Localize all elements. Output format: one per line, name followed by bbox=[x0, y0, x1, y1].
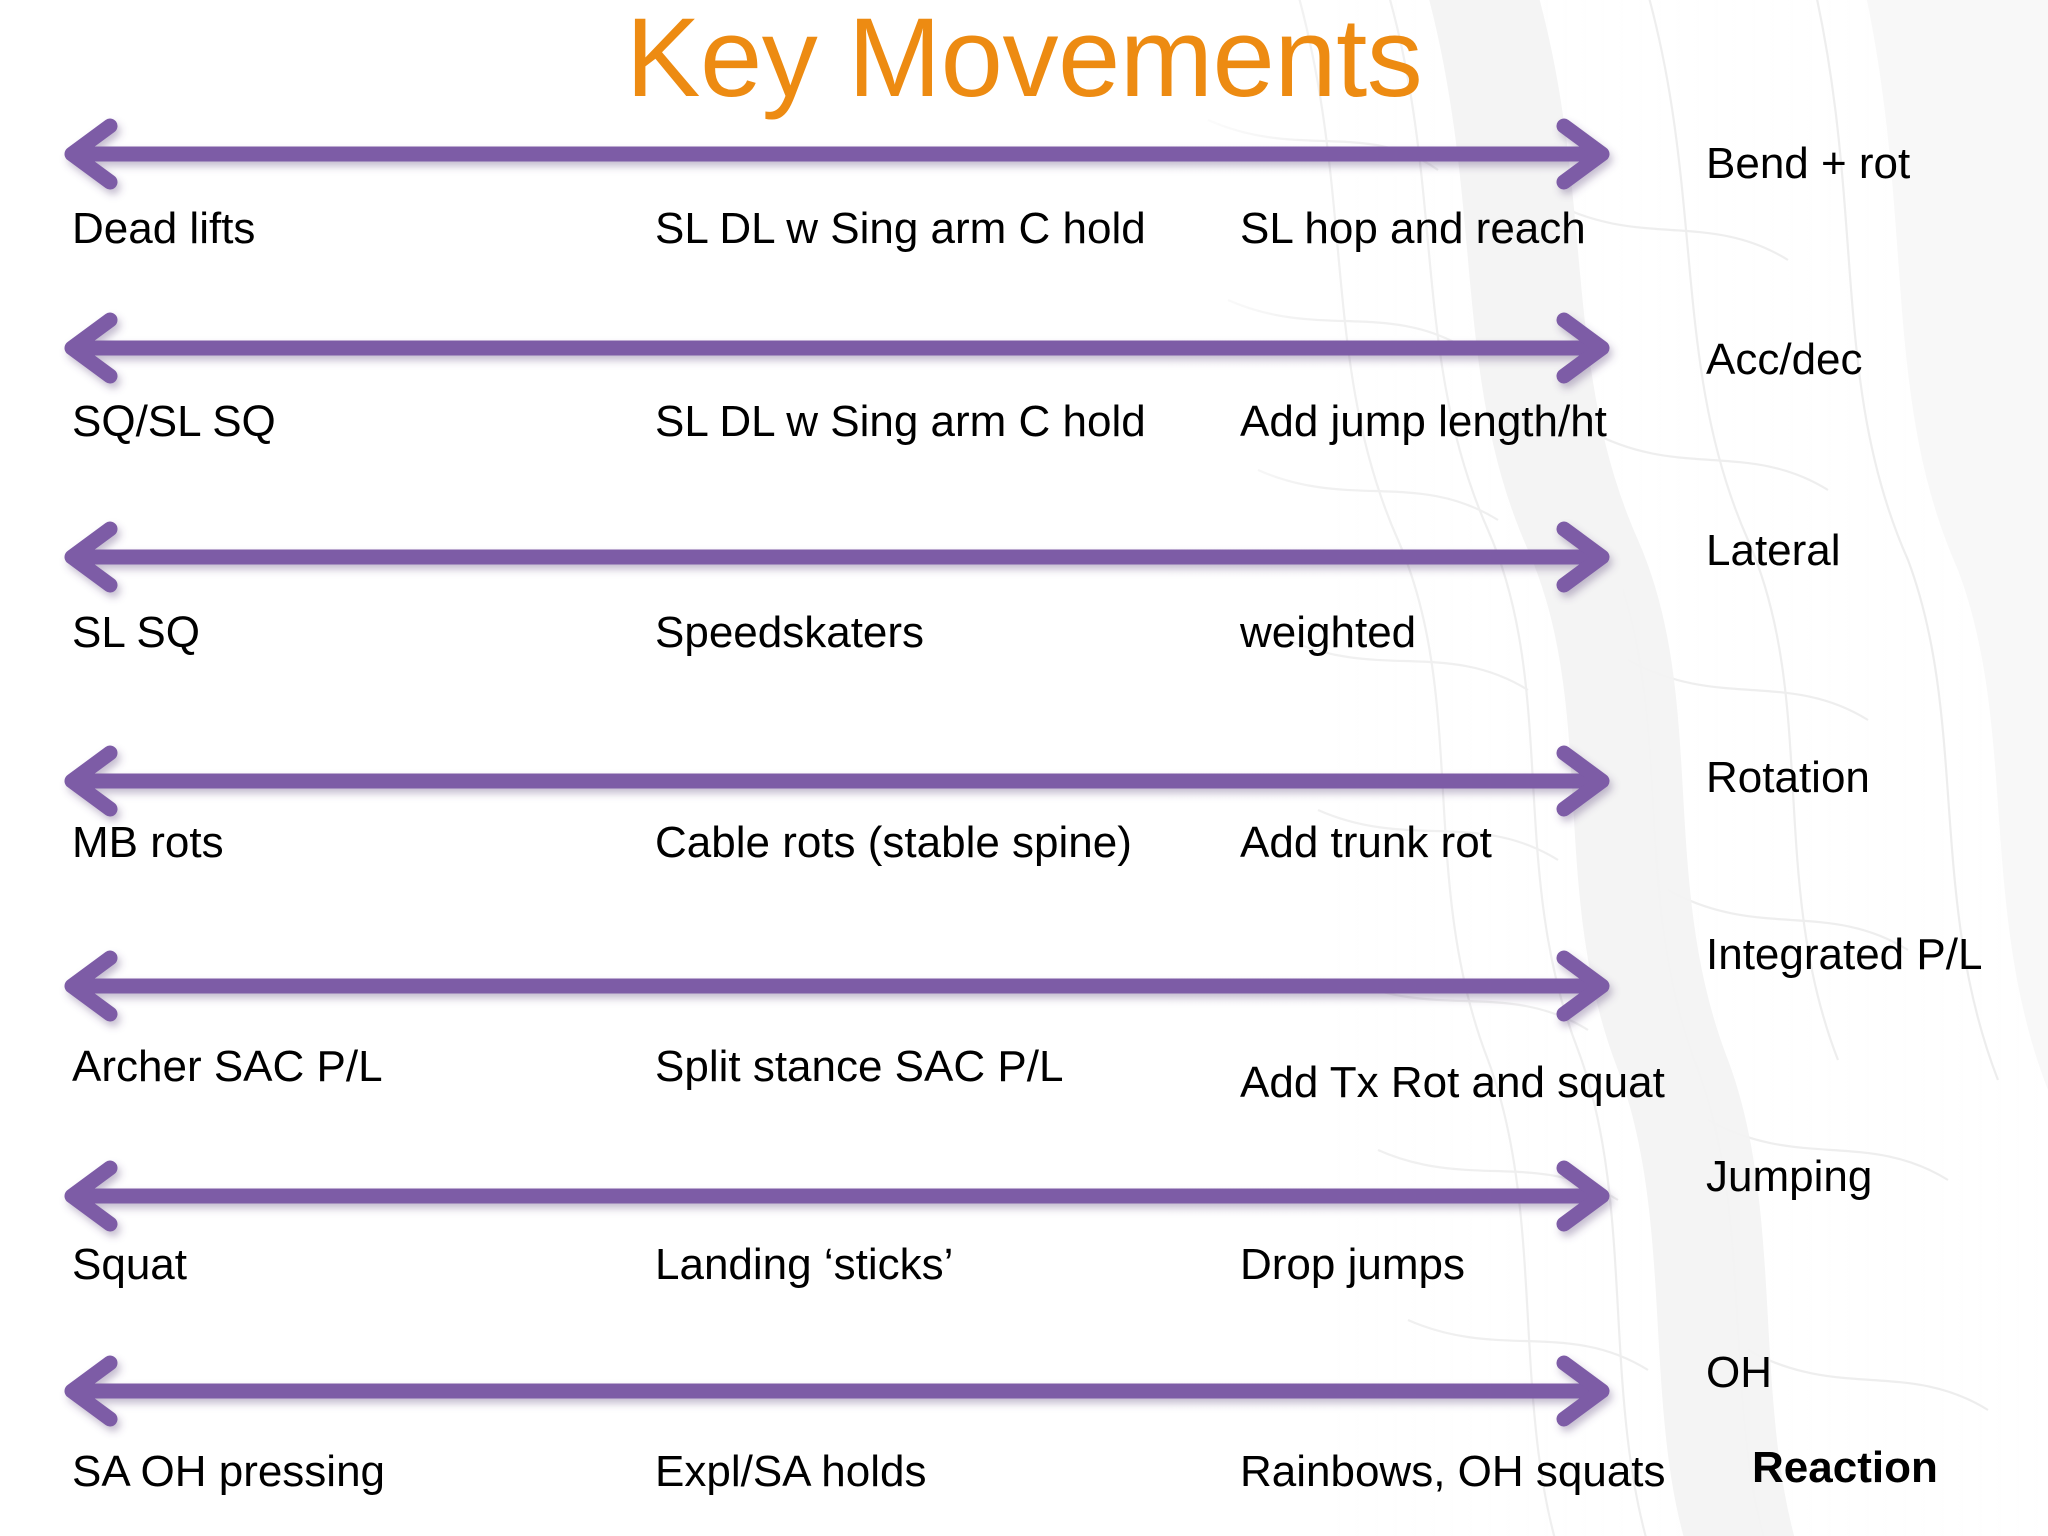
movement-cell-r5c2: Split stance SAC P/L bbox=[655, 1042, 1064, 1091]
movement-cell-r7c3: Rainbows, OH squats bbox=[1240, 1447, 1666, 1496]
movement-cell-r1c1: Dead lifts bbox=[72, 204, 256, 253]
progression-arrow-4 bbox=[52, 745, 1622, 817]
movement-cell-r5c1: Archer SAC P/L bbox=[72, 1042, 383, 1091]
category-label-bend-rot: Bend + rot bbox=[1706, 139, 1911, 188]
movement-cell-r6c3: Drop jumps bbox=[1240, 1240, 1465, 1289]
movement-cell-r6c2: Landing ‘sticks’ bbox=[655, 1240, 954, 1289]
category-label-oh: OH bbox=[1706, 1348, 1772, 1397]
movement-cell-r6c1: Squat bbox=[72, 1240, 187, 1289]
progression-arrow-5 bbox=[52, 950, 1622, 1022]
movement-cell-r7c1: SA OH pressing bbox=[72, 1447, 386, 1496]
movement-cell-r4c2: Cable rots (stable spine) bbox=[655, 818, 1132, 867]
movement-cell-r1c3: SL hop and reach bbox=[1240, 204, 1586, 253]
movement-cell-r3c1: SL SQ bbox=[72, 608, 200, 657]
movement-cell-r7c2: Expl/SA holds bbox=[655, 1447, 927, 1496]
progression-arrow-1 bbox=[52, 118, 1622, 190]
page-title: Key Movements bbox=[625, 0, 1423, 120]
movement-cell-r1c2: SL DL w Sing arm C hold bbox=[655, 204, 1146, 253]
progression-arrow-6 bbox=[52, 1160, 1622, 1232]
movement-cell-r4c3: Add trunk rot bbox=[1240, 818, 1492, 867]
progression-arrow-7 bbox=[52, 1355, 1622, 1427]
progression-arrow-3 bbox=[52, 521, 1622, 593]
category-label-acc-dec: Acc/dec bbox=[1706, 335, 1863, 384]
footer-reaction-label: Reaction bbox=[1752, 1443, 1938, 1492]
category-label-lateral: Lateral bbox=[1706, 526, 1841, 575]
movement-cell-r2c1: SQ/SL SQ bbox=[72, 397, 276, 446]
category-label-integrated-pl: Integrated P/L bbox=[1706, 930, 1983, 979]
movement-cell-r4c1: MB rots bbox=[72, 818, 224, 867]
movement-cell-r2c3: Add jump length/ht bbox=[1240, 397, 1607, 446]
movement-cell-r3c3: weighted bbox=[1240, 608, 1417, 657]
category-label-jumping: Jumping bbox=[1706, 1152, 1873, 1201]
movement-cell-r3c2: Speedskaters bbox=[655, 608, 925, 657]
movement-cell-r5c3: Add Tx Rot and squat bbox=[1240, 1058, 1665, 1107]
progression-arrow-2 bbox=[52, 312, 1622, 384]
movement-cell-r2c2: SL DL w Sing arm C hold bbox=[655, 397, 1146, 446]
category-label-rotation: Rotation bbox=[1706, 753, 1870, 802]
